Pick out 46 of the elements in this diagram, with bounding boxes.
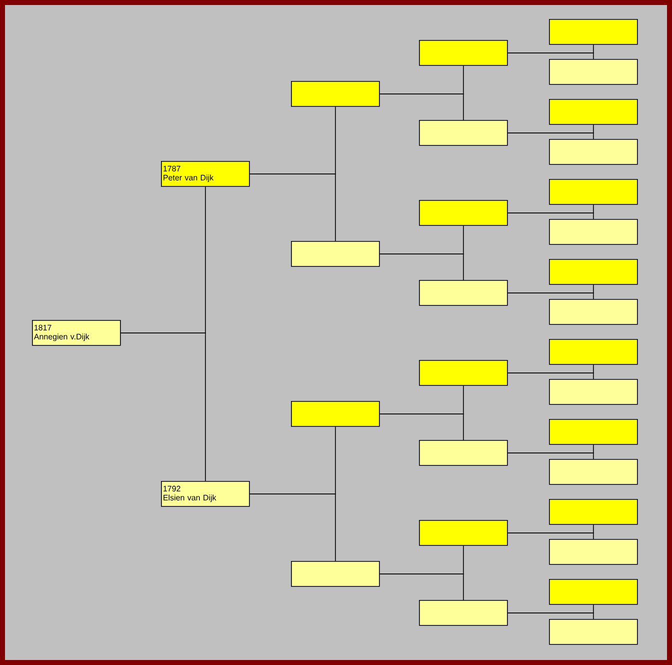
empty-box: [419, 40, 508, 66]
empty-box: [291, 81, 380, 107]
empty-box: [549, 379, 638, 405]
connector-line: [507, 212, 594, 220]
empty-box: [549, 299, 638, 325]
connector-line: [379, 254, 464, 280]
connector-line: [507, 612, 594, 620]
empty-box: [419, 120, 508, 146]
empty-box: [549, 19, 638, 45]
connector-line: [249, 494, 336, 562]
connector-line: [249, 174, 336, 242]
empty-box: [419, 280, 508, 306]
connector-line: [507, 532, 594, 540]
empty-box: [549, 99, 638, 125]
connector-line: [507, 132, 594, 140]
empty-box: [291, 241, 380, 267]
connector-line: [507, 52, 594, 60]
person-box: 1787 Peter van Dijk: [161, 161, 250, 187]
empty-box: [549, 139, 638, 165]
person-box: 1792 Elsien van Dijk: [161, 481, 250, 507]
empty-box: [419, 360, 508, 386]
empty-box: [549, 219, 638, 245]
empty-box: [549, 419, 638, 445]
empty-box: [419, 440, 508, 466]
empty-box: [549, 459, 638, 485]
connector-line: [379, 414, 464, 440]
empty-box: [419, 200, 508, 226]
empty-box: [291, 401, 380, 427]
empty-box: [419, 600, 508, 626]
empty-box: [549, 579, 638, 605]
empty-box: [549, 59, 638, 85]
empty-box: [419, 520, 508, 546]
connector-line: [120, 332, 206, 482]
person-box: 1817 Annegien v.Dijk: [32, 320, 121, 346]
connector-line: [507, 292, 594, 300]
empty-box: [549, 619, 638, 645]
empty-box: [549, 499, 638, 525]
empty-box: [549, 539, 638, 565]
empty-box: [549, 179, 638, 205]
empty-box: [549, 339, 638, 365]
empty-box: [291, 561, 380, 587]
empty-box: [549, 259, 638, 285]
connector-line: [379, 574, 464, 600]
connector-line: [379, 94, 464, 120]
connector-line: [507, 372, 594, 380]
connector-line: [507, 452, 594, 460]
